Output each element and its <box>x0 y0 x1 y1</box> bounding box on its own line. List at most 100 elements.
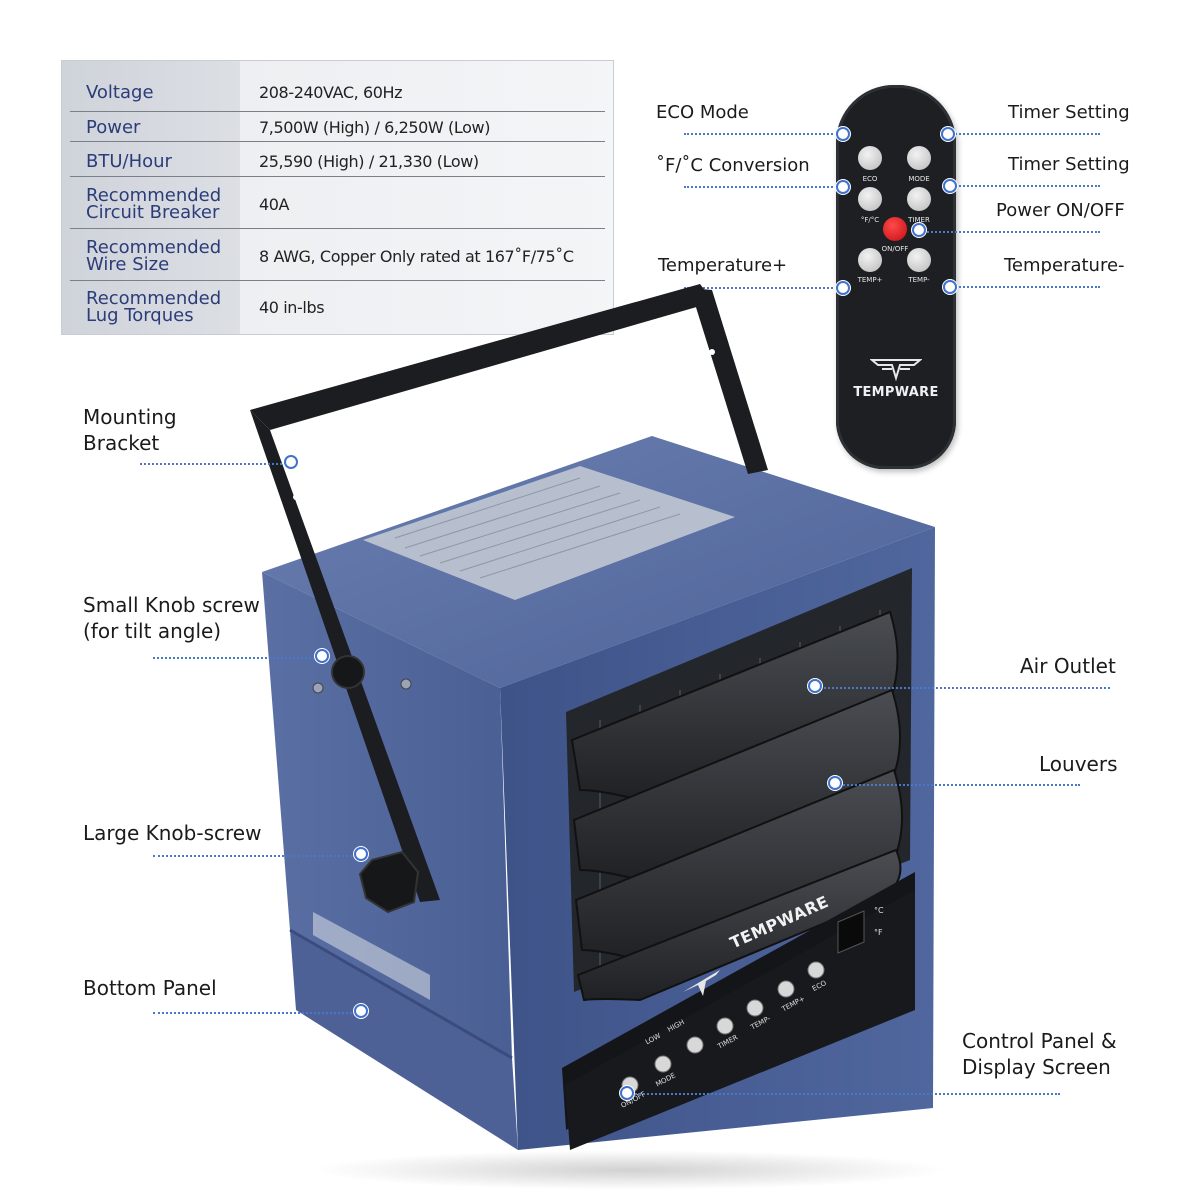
callout-timer-setting-2: Timer Setting <box>1008 154 1130 175</box>
callout-dot <box>836 281 850 295</box>
callout-mounting-bracket: Mounting Bracket <box>83 404 177 456</box>
spec-value: 208-240VAC, 60Hz <box>259 83 403 102</box>
callout-line: (for tilt angle) <box>83 619 222 643</box>
callout-control-panel: Control Panel & Display Screen <box>962 1028 1117 1080</box>
callout-leader <box>153 1012 360 1014</box>
callout-timer-setting: Timer Setting <box>1008 102 1130 123</box>
spec-row-power: Power 7,500W (High) / 6,250W (Low) <box>62 111 613 141</box>
callout-leader <box>684 186 844 188</box>
callout-dot <box>354 1004 368 1018</box>
spec-key: Recommended <box>86 237 222 258</box>
remote-eco-label: ECO <box>862 175 878 183</box>
remote-mode-button[interactable] <box>907 146 931 170</box>
spec-value: 40A <box>259 195 290 214</box>
callout-dot <box>912 223 926 237</box>
callout-eco-mode: ECO Mode <box>656 102 749 123</box>
spec-divider <box>70 228 605 229</box>
spec-value: 40 in-lbs <box>259 298 325 317</box>
spec-divider <box>70 111 605 112</box>
callout-temperature-minus: Temperature- <box>1004 255 1125 276</box>
spec-row-breaker: Recommended Circuit Breaker 40A <box>62 176 613 228</box>
callout-power-on-off: Power ON/OFF <box>996 200 1125 221</box>
heater-control-strip <box>565 890 915 1150</box>
remote-on-off-label: ON/OFF <box>881 245 909 253</box>
remote-temp-plus-label: TEMP+ <box>857 276 883 284</box>
spec-row-voltage: Voltage 208-240VAC, 60Hz <box>62 61 613 111</box>
callout-dot <box>808 679 822 693</box>
remote-f-c-button[interactable] <box>858 187 882 211</box>
callout-leader <box>836 784 1080 786</box>
callout-dot <box>836 127 850 141</box>
spec-key: Power <box>86 117 141 138</box>
remote-power-button[interactable] <box>883 217 907 241</box>
callout-line: Bracket <box>83 431 160 455</box>
heater-top-label <box>363 466 735 600</box>
heater-display-screen <box>837 910 865 954</box>
callout-leader <box>153 657 319 659</box>
spec-value: 8 AWG, Copper Only rated at 167˚F/75˚C <box>259 247 574 266</box>
spec-key: Voltage <box>86 82 154 103</box>
callout-leader <box>628 1093 1060 1095</box>
heater-side-sticker <box>313 912 430 1000</box>
spec-row-btu: BTU/Hour 25,590 (High) / 21,330 (Low) <box>62 141 613 176</box>
callout-leader <box>816 687 1110 689</box>
remote-logo-icon <box>870 359 922 382</box>
callout-bottom-panel: Bottom Panel <box>83 976 217 1000</box>
callout-line: Mounting <box>83 405 177 429</box>
callout-leader <box>140 463 290 465</box>
spec-row-torque: Recommended Lug Torques 40 in-lbs <box>62 280 613 335</box>
remote-temp-minus-label: TEMP- <box>908 276 930 284</box>
spec-key: Circuit Breaker <box>86 202 220 223</box>
callout-dot <box>284 455 298 469</box>
remote-brand: TEMPWARE <box>853 385 939 400</box>
callout-temperature-plus: Temperature+ <box>658 255 788 276</box>
spec-value: 25,590 (High) / 21,330 (Low) <box>259 152 479 171</box>
spec-key: Recommended <box>86 288 222 309</box>
spec-key: Wire Size <box>86 254 170 275</box>
callout-leader <box>948 133 1100 135</box>
callout-line: Control Panel & <box>962 1029 1117 1053</box>
heater-shadow <box>310 1150 950 1190</box>
remote-f-c-label: °F/°C <box>860 216 880 224</box>
callout-large-knob-screw: Large Knob-screw <box>83 821 262 845</box>
spec-table: Voltage 208-240VAC, 60Hz Power 7,500W (H… <box>61 60 614 335</box>
remote-timer-label: TIMER <box>908 216 930 224</box>
spec-key: Recommended <box>86 185 222 206</box>
callout-dot <box>836 180 850 194</box>
remote-temp-minus-button[interactable] <box>907 248 931 272</box>
callout-dot <box>315 649 329 663</box>
callout-leader <box>948 286 1100 288</box>
remote-timer-button[interactable] <box>907 187 931 211</box>
callout-small-knob-screw: Small Knob screw (for tilt angle) <box>83 592 260 644</box>
panel-deg-f-label: °F <box>874 928 883 937</box>
callout-leader <box>153 855 360 857</box>
spec-row-wire: Recommended Wire Size 8 AWG, Copper Only… <box>62 228 613 280</box>
callout-f-c-conversion: ˚F/˚C Conversion <box>656 155 810 176</box>
remote-eco-button[interactable] <box>858 146 882 170</box>
spec-divider <box>70 141 605 142</box>
spec-key-column <box>62 61 240 334</box>
heater-bottom-panel <box>290 930 518 1150</box>
callout-dot <box>828 776 842 790</box>
callout-line: Display Screen <box>962 1055 1111 1079</box>
heater-logo-icon <box>683 970 720 996</box>
large-knob-screw <box>358 850 420 914</box>
spec-divider <box>70 280 605 281</box>
panel-deg-c-label: °C <box>874 906 884 915</box>
remote-temp-plus-button[interactable] <box>858 248 882 272</box>
small-knob-screw <box>331 655 365 689</box>
callout-line: Small Knob screw <box>83 593 260 617</box>
callout-leader <box>920 231 1100 233</box>
remote-control: ECO MODE °F/°C TIMER ON/OFF TEMP+ TEMP- … <box>836 85 956 469</box>
callout-dot <box>943 179 957 193</box>
callout-dot <box>354 847 368 861</box>
callout-louvers: Louvers <box>1039 752 1118 776</box>
callout-dot <box>620 1086 634 1100</box>
callout-dot <box>941 127 955 141</box>
heater-louvers <box>570 610 903 1002</box>
callout-air-outlet: Air Outlet <box>1020 654 1116 678</box>
callout-dot <box>943 280 957 294</box>
spec-divider <box>70 176 605 177</box>
spec-value: 7,500W (High) / 6,250W (Low) <box>259 118 491 137</box>
